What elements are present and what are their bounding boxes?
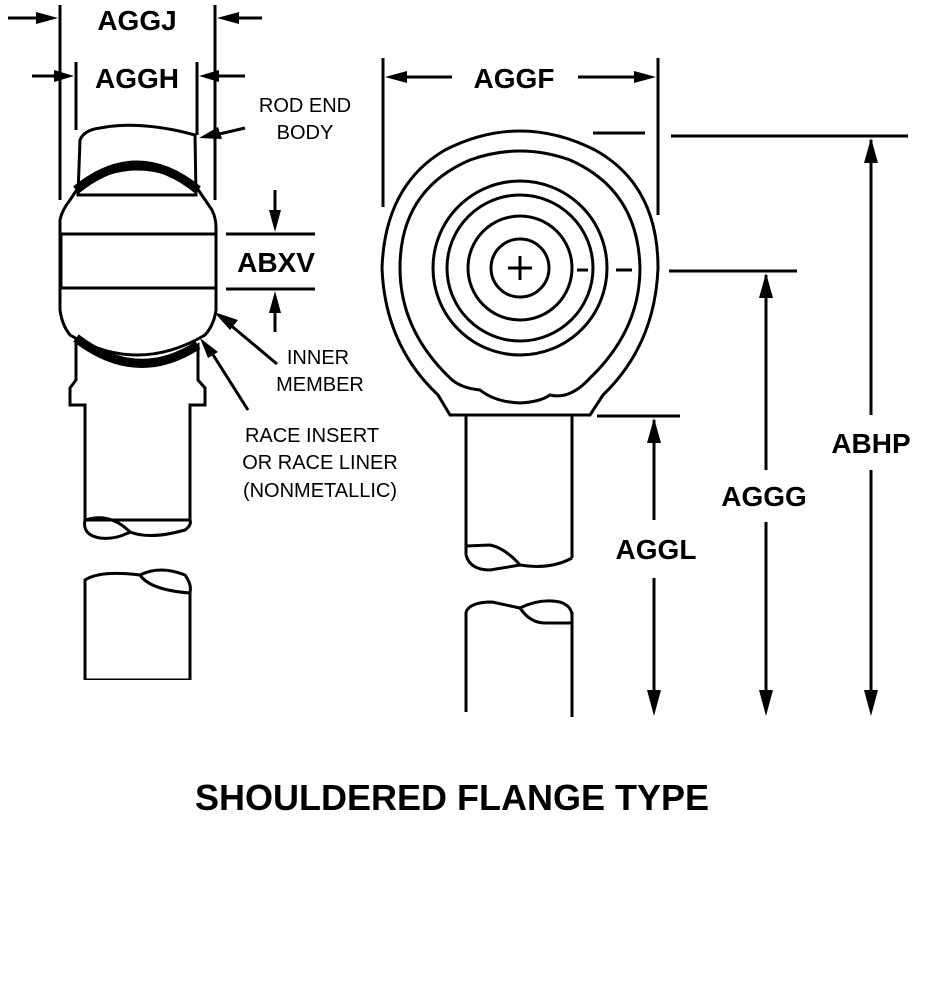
shank-cutoff-mask xyxy=(80,680,200,690)
rod-end-body-top xyxy=(76,123,198,197)
aggg-dimension-line xyxy=(759,273,773,716)
aggf-label: AGGF xyxy=(474,63,555,94)
aggf-arrow-left xyxy=(385,71,452,83)
center-mark-icon xyxy=(508,256,532,280)
diagram-title: SHOULDERED FLANGE TYPE xyxy=(195,777,709,818)
shank-break-lower-front xyxy=(464,599,574,617)
aggj-arrow-left xyxy=(8,12,58,24)
rod-end-body-inner-outline xyxy=(398,149,642,405)
shank-break-upper xyxy=(83,519,192,540)
abhp-label: ABHP xyxy=(831,428,910,459)
inner-member-bore xyxy=(59,232,218,290)
rod-end-body-lower xyxy=(68,337,207,522)
rod-end-body-leader xyxy=(199,126,246,139)
inner-member-label-line2: MEMBER xyxy=(276,374,364,396)
shank-break-curve-front xyxy=(465,543,522,566)
abxv-arrow-top xyxy=(269,190,281,232)
race-insert-label-line2: OR RACE LINER xyxy=(242,452,398,474)
inner-member-ball xyxy=(58,167,218,357)
shank-break-curve-lower xyxy=(138,574,191,595)
race-inner-circle xyxy=(445,193,595,343)
aggf-arrow-right xyxy=(578,71,656,83)
aggj-label: AGGJ xyxy=(97,5,176,36)
rod-end-body-label-line2: BODY xyxy=(277,122,334,144)
aggh-arrow-right xyxy=(199,70,245,82)
abxv-arrow-bottom xyxy=(269,291,281,332)
race-insert-leader xyxy=(200,338,250,411)
inner-member-circle xyxy=(466,214,574,322)
shank-lower-segment xyxy=(83,568,192,682)
aggj-arrow-right xyxy=(217,12,262,24)
abxv-label: ABXV xyxy=(237,247,315,278)
aggl-label: AGGL xyxy=(616,534,697,565)
aggl-dimension-line xyxy=(647,418,661,716)
rod-end-head-outline xyxy=(380,129,660,417)
aggh-label: AGGH xyxy=(95,63,179,94)
front-view: AGGF xyxy=(380,58,911,717)
aggg-label: AGGG xyxy=(721,481,807,512)
bore-circle xyxy=(489,237,551,299)
race-liner-top xyxy=(73,160,201,194)
section-view: AGGJ AGGH xyxy=(8,5,398,690)
race-insert-label-line1: RACE INSERT xyxy=(245,425,379,447)
shank-break-curve-lower-front xyxy=(518,607,572,625)
inner-member-leader xyxy=(214,312,278,366)
race-insert-label-line3: (NONMETALLIC) xyxy=(243,480,397,502)
rod-end-body-label-line1: ROD END xyxy=(259,95,351,117)
abhp-dimension-line xyxy=(864,138,878,716)
shank-break-upper-front xyxy=(464,554,573,572)
race-outer-circle xyxy=(431,179,609,357)
aggh-arrow-left xyxy=(32,70,74,82)
inner-member-label-line1: INNER xyxy=(287,347,349,369)
shank-break-curve-upper xyxy=(84,516,132,534)
